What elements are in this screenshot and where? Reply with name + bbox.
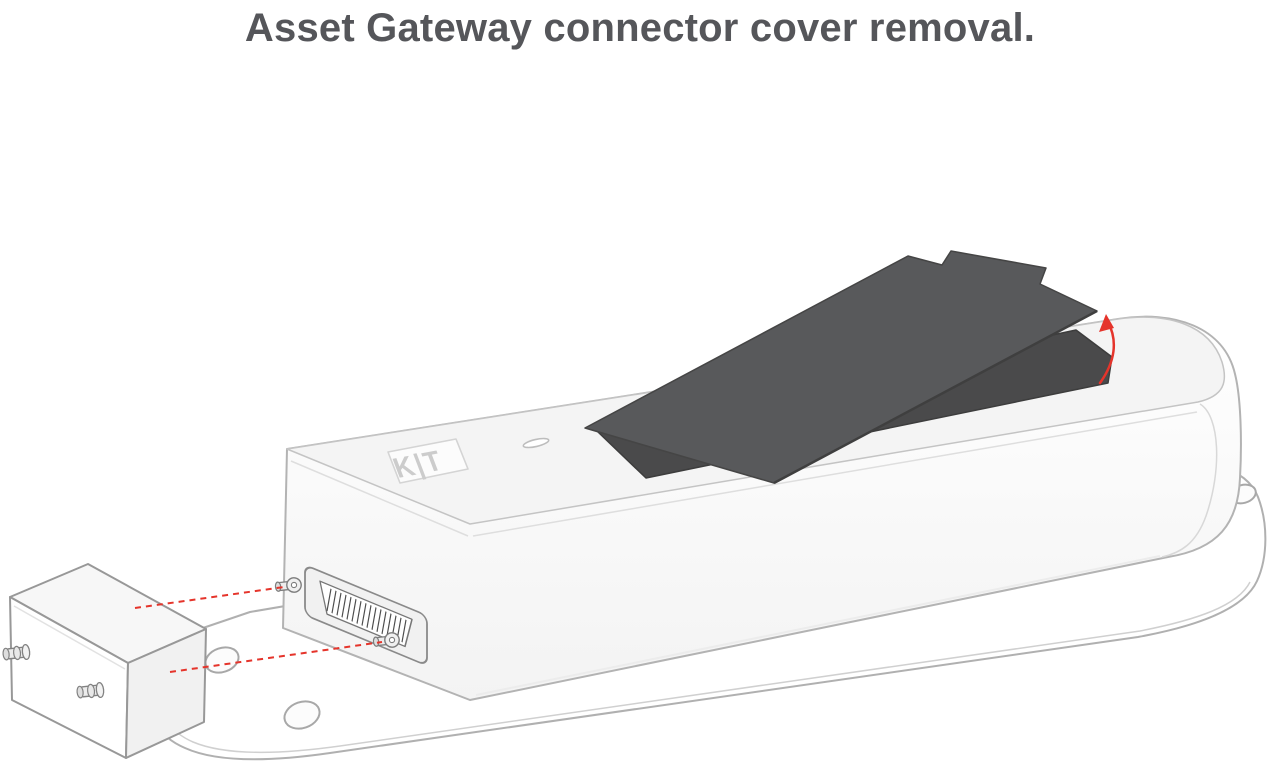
thumbscrew-bottom <box>76 681 105 699</box>
mounting-hole-bottom <box>283 700 321 730</box>
lift-arrow-head <box>1099 314 1114 332</box>
figure-title: Asset Gateway connector cover removal. <box>244 6 1036 50</box>
jack-screw-left <box>274 577 302 593</box>
connector-pins <box>326 588 407 643</box>
alignment-line-bottom <box>169 641 383 673</box>
thumbscrew-bottom-knurl <box>86 683 96 699</box>
front-bevel-line <box>472 411 1198 537</box>
thumbscrew-bottom-cap <box>76 685 84 699</box>
bottom-shadow-line <box>475 555 1161 696</box>
alignment-line-top <box>134 586 285 609</box>
thumbscrew-top <box>2 643 31 661</box>
top-cover <box>584 250 1098 485</box>
top-cover-edge-shade <box>773 309 1098 485</box>
end-bevel-line <box>290 460 469 537</box>
lift-arrow-icon <box>1098 314 1115 385</box>
logo-frame <box>387 438 469 484</box>
connector-cover-box <box>2 563 207 759</box>
jack-screw-right-hole <box>388 636 396 644</box>
connector-cover-side-face <box>125 628 207 759</box>
alignment-guides <box>134 586 383 673</box>
thumbscrew-top-knurl <box>12 645 22 661</box>
connector-cover-bevel-line <box>13 605 126 670</box>
thumbscrew-bottom-base <box>95 681 105 699</box>
jack-screw-left-hole <box>290 581 298 589</box>
thumbscrew-top-cap <box>2 647 10 661</box>
connector-shell <box>319 580 413 648</box>
logo-badge: K|T <box>387 438 469 484</box>
right-cap-line <box>1161 403 1218 558</box>
jack-screw-right-cap <box>372 636 380 647</box>
led-slot <box>522 437 550 449</box>
thumbscrew-top-base <box>21 643 31 661</box>
